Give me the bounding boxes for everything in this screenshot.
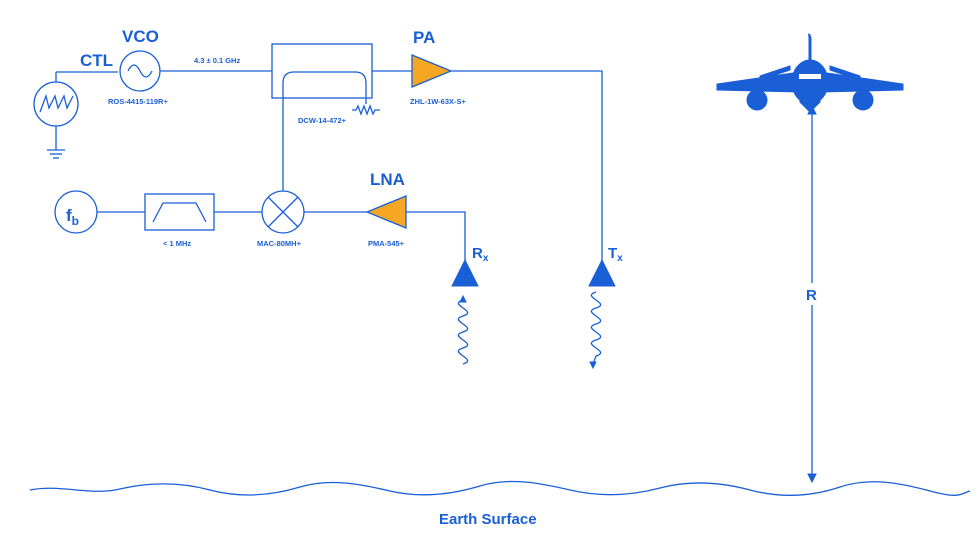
resistor-icon	[352, 104, 380, 116]
rx-to-lna-wire	[406, 211, 466, 262]
filter-part-label: < 1 MHz	[163, 239, 191, 248]
tx-label: Tx	[608, 245, 623, 264]
rx-label: Rx	[472, 245, 489, 264]
pa-part-label: ZHL-1W-63X-S+	[410, 97, 467, 106]
coupler-part-label: DCW-14-472+	[298, 116, 347, 125]
airplane-icon	[716, 33, 904, 113]
lna-part-label: PMA-545+	[368, 239, 405, 248]
ground-icon	[47, 149, 65, 159]
antenna-icon	[451, 258, 479, 287]
amplifier-icon	[365, 195, 407, 229]
amplifier-icon	[411, 54, 453, 88]
pa-to-tx-wire	[451, 70, 603, 262]
wave-arrow-icon	[589, 291, 602, 370]
antenna-icon	[588, 258, 616, 287]
sawtooth-generator-icon	[33, 81, 79, 150]
earth-label: Earth Surface	[439, 511, 537, 528]
pa-label: PA	[413, 28, 435, 47]
ctl-label: CTL	[80, 51, 113, 70]
range-label: R	[806, 287, 817, 304]
earth-surface-line	[29, 480, 971, 496]
bandpass-filter-icon	[144, 193, 215, 231]
lna-label: LNA	[370, 170, 405, 189]
vco-part-label: ROS-4415-119R+	[108, 97, 168, 106]
mixer-part-label: MAC-80MH+	[257, 239, 302, 248]
wave-arrow-icon	[457, 294, 469, 365]
mixer-icon	[261, 190, 305, 234]
sine-oscillator-icon	[119, 50, 161, 92]
frequency-label: 4.3 ± 0.1 GHz	[194, 56, 240, 65]
vco-label: VCO	[122, 27, 159, 46]
fb-label: fb	[66, 206, 79, 228]
